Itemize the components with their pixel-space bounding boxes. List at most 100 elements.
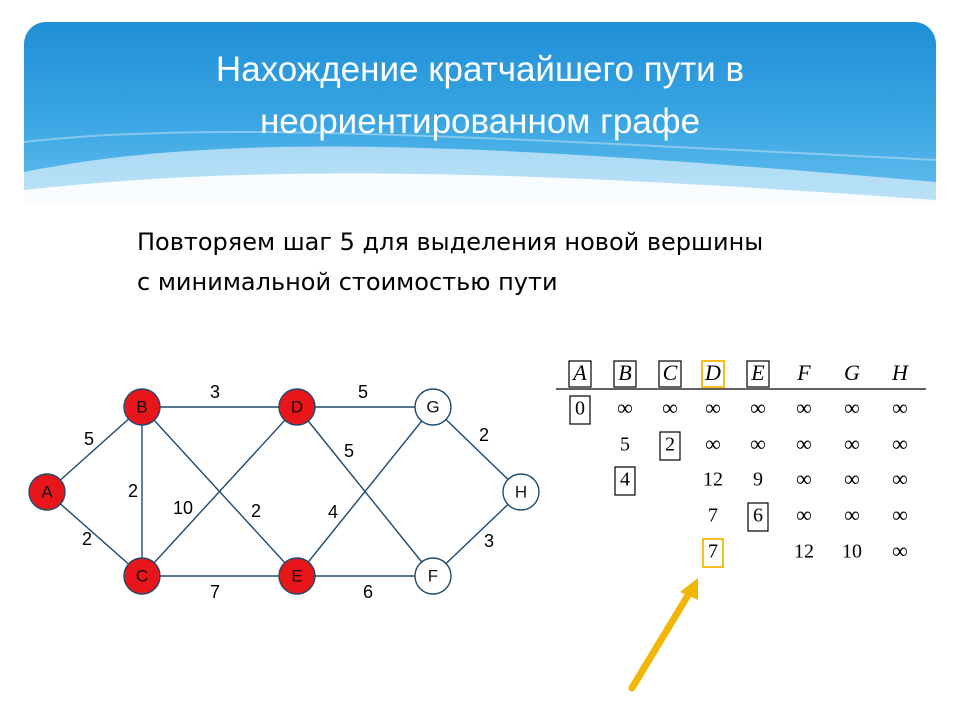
- graph-node-c[interactable]: C: [123, 557, 161, 595]
- graph-node-a[interactable]: A: [28, 473, 66, 511]
- node-label-h: H: [515, 482, 527, 501]
- edge-f-h: [432, 491, 522, 577]
- graph-nodes: A B C D E F G H: [28, 388, 540, 595]
- edge-weight-b-d: 3: [210, 382, 220, 402]
- graph-edges: [46, 406, 522, 577]
- table-cell-r3-c3: 7: [708, 505, 718, 527]
- boxed-cell-r0-c0: [569, 395, 591, 425]
- table-cell-r0-c1: ∞: [617, 395, 633, 420]
- edge-weight-a-b: 5: [84, 429, 94, 449]
- edge-g-h: [432, 406, 522, 493]
- title-line-2: неориентированном графе: [259, 102, 701, 141]
- slide-title: Нахождение кратчайшего пути в неориентир…: [0, 44, 960, 148]
- table-header-d: D: [704, 360, 721, 385]
- header-box-e: [746, 360, 770, 388]
- arrow-shaft: [628, 588, 694, 692]
- header-wave-decoration: [24, 130, 936, 204]
- title-line-1: Нахождение кратчайшего пути в: [215, 50, 745, 89]
- table-cell-r0-c6: ∞: [844, 395, 860, 420]
- edge-a-c: [46, 491, 143, 577]
- table-header-a: A: [571, 360, 587, 385]
- edge-weight-e-g: 4: [328, 502, 338, 522]
- table-cell-r2-c7: ∞: [892, 466, 908, 491]
- subtitle-line-2: с минимальной стоимостью пути: [137, 268, 558, 296]
- node-circle-e: [278, 557, 316, 595]
- edge-weight-c-d: 10: [173, 498, 193, 518]
- table-cell-r2-c1: 4: [620, 469, 630, 491]
- table-header-c: C: [663, 360, 678, 385]
- table-cell-r0-c4: ∞: [750, 395, 766, 420]
- edge-e-g: [296, 406, 434, 577]
- boxed-cell-r1-c2: [659, 431, 681, 461]
- edge-weight-f-h: 3: [484, 531, 494, 551]
- node-circle-d: [278, 388, 316, 426]
- table-cell-r3-c7: ∞: [892, 502, 908, 527]
- header-box-c: [658, 360, 682, 388]
- edge-weight-b-e: 2: [251, 501, 261, 521]
- table-cell-r0-c7: ∞: [892, 395, 908, 420]
- header-box-d: [701, 360, 725, 388]
- table-cell-r4-c3: 7: [708, 541, 718, 563]
- table-cell-r1-c3: ∞: [705, 431, 721, 456]
- node-circle-b: [123, 388, 161, 426]
- table-cell-r2-c6: ∞: [844, 466, 860, 491]
- subtitle-line-1: Повторяем шаг 5 для выделения новой верш…: [137, 228, 764, 256]
- node-label-b: B: [136, 397, 147, 416]
- slide-subtitle: Повторяем шаг 5 для выделения новой верш…: [137, 222, 897, 302]
- graph-node-e[interactable]: E: [278, 557, 316, 595]
- arrow-head-icon: [680, 578, 698, 600]
- node-circle-h: [502, 473, 540, 511]
- table-cell-r1-c6: ∞: [844, 431, 860, 456]
- boxed-cell-r3-c4: [747, 502, 769, 532]
- table-cell-r0-c0: 0: [575, 398, 585, 420]
- boxed-cell-r4-c3: [702, 538, 724, 568]
- table-cell-r4-c5: 12: [794, 541, 814, 563]
- node-label-a: A: [41, 482, 53, 501]
- node-circle-c: [123, 557, 161, 595]
- table-cell-r1-c1: 5: [620, 434, 630, 456]
- graph-node-d[interactable]: D: [278, 388, 316, 426]
- graph-node-b[interactable]: B: [123, 388, 161, 426]
- node-label-g: G: [426, 397, 439, 416]
- table-header-g: G: [844, 360, 860, 385]
- table-header-e: E: [750, 360, 765, 385]
- table-cell-r0-c3: ∞: [705, 395, 721, 420]
- table-header-b: B: [618, 360, 631, 385]
- boxed-cell-r2-c1: [614, 466, 636, 496]
- header-box-a: [568, 360, 592, 388]
- table-header-f: F: [796, 360, 811, 385]
- table-cell-r3-c6: ∞: [844, 502, 860, 527]
- node-circle-f: [414, 557, 452, 595]
- table-cell-r1-c2: 2: [665, 434, 675, 456]
- edge-weight-g-h: 2: [479, 425, 489, 445]
- table-cell-r0-c2: ∞: [662, 395, 678, 420]
- edge-weight-a-c: 2: [82, 529, 92, 549]
- header-banner: [24, 22, 936, 204]
- edge-c-d: [141, 406, 298, 577]
- node-circle-a: [28, 473, 66, 511]
- node-label-d: D: [291, 397, 303, 416]
- edge-weight-e-f: 6: [363, 582, 373, 602]
- edge-weight-b-c: 2: [128, 481, 138, 501]
- edge-weight-d-g: 5: [358, 382, 368, 402]
- pointer-arrow: [628, 578, 698, 692]
- graph-node-g[interactable]: G: [414, 388, 452, 426]
- table-header-h: H: [891, 360, 909, 385]
- node-label-c: C: [136, 566, 148, 585]
- node-label-f: F: [428, 566, 438, 585]
- graph-node-h[interactable]: H: [502, 473, 540, 511]
- table-cell-r2-c5: ∞: [796, 466, 812, 491]
- edge-weight-d-f: 5: [344, 441, 354, 461]
- table-cell-r1-c7: ∞: [892, 431, 908, 456]
- table-cell-r2-c3: 12: [703, 469, 723, 491]
- edge-a-b: [46, 406, 143, 493]
- table-cell-r2-c4: 9: [753, 469, 763, 491]
- table-cell-r0-c5: ∞: [796, 395, 812, 420]
- graph-node-f[interactable]: F: [414, 557, 452, 595]
- table-cell-r3-c4: 6: [753, 505, 763, 527]
- table-cell-r4-c7: ∞: [892, 538, 908, 563]
- edge-weight-c-e: 7: [210, 582, 220, 602]
- node-circle-g: [414, 388, 452, 426]
